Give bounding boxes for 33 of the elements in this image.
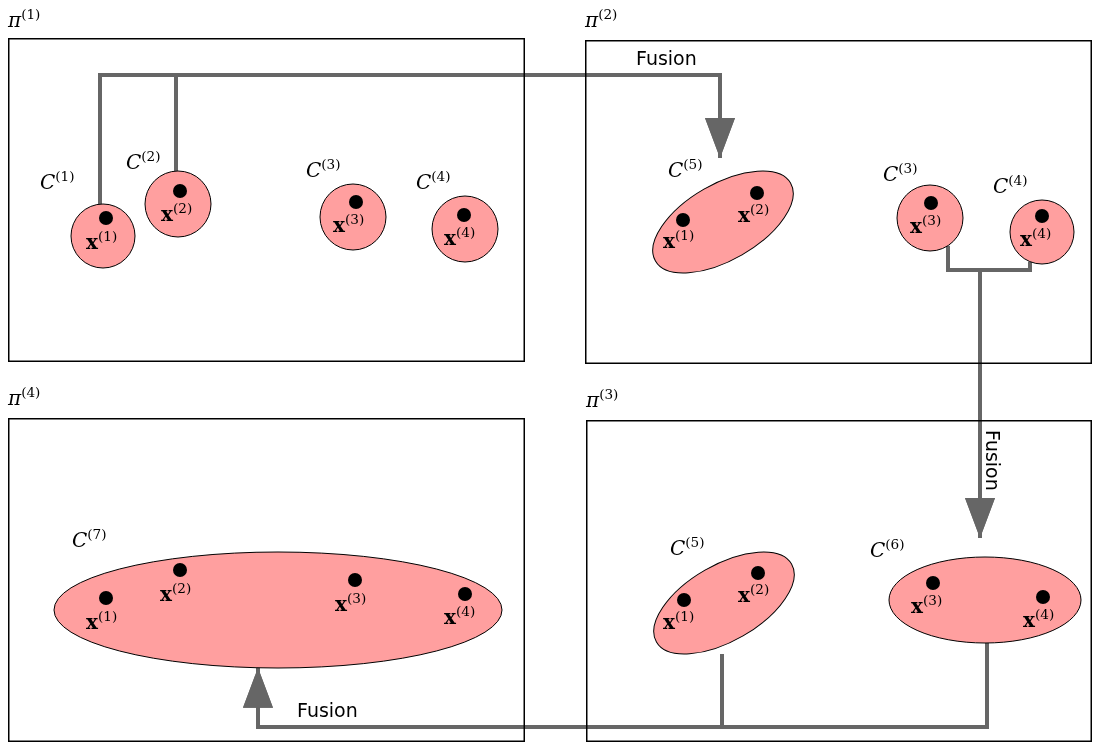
point-label: x$^{(1)}$	[663, 612, 695, 632]
panel-heading: π$^{(3)}$	[586, 390, 619, 410]
fusion-arrow	[174, 73, 735, 172]
point-label: x$^{(4)}$	[1020, 229, 1052, 249]
point-label: x$^{(3)}$	[911, 596, 943, 616]
cluster-label: C$^{(3)}$	[883, 164, 918, 184]
panel-heading: π$^{(2)}$	[585, 10, 618, 30]
point-label: x$^{(4)}$	[444, 607, 476, 627]
cluster-label: C$^{(7)}$	[72, 530, 107, 550]
cluster-label: C$^{(2)}$	[126, 152, 161, 172]
cluster-label: C$^{(1)}$	[40, 172, 75, 192]
point-label: x$^{(1)}$	[86, 612, 118, 632]
panel-heading: π$^{(4)}$	[8, 388, 41, 408]
fusion-arrow	[243, 643, 989, 729]
point-label: x$^{(3)}$	[335, 594, 367, 614]
point-label: x$^{(2)}$	[160, 584, 192, 604]
point-label: x$^{(2)}$	[738, 585, 770, 605]
point-label: x$^{(2)}$	[161, 204, 193, 224]
cluster-label: C$^{(5)}$	[670, 538, 705, 558]
cluster-label: C$^{(3)}$	[306, 160, 341, 180]
cluster-label: C$^{(6)}$	[870, 540, 905, 560]
point-label: x$^{(4)}$	[444, 228, 476, 248]
cluster-label: C$^{(4)}$	[993, 176, 1028, 196]
panel-heading: π$^{(1)}$	[8, 10, 41, 30]
point-label: x$^{(1)}$	[86, 232, 118, 252]
point-label: x$^{(3)}$	[333, 215, 365, 235]
point-label: x$^{(4)}$	[1023, 610, 1055, 630]
cluster-label: C$^{(5)}$	[668, 160, 703, 180]
point-label: x$^{(3)}$	[910, 216, 942, 236]
cluster-label: C$^{(4)}$	[416, 172, 451, 192]
point-label: x$^{(2)}$	[738, 205, 770, 225]
fusion-arrow	[965, 261, 1032, 538]
point-label: x$^{(1)}$	[663, 231, 695, 251]
